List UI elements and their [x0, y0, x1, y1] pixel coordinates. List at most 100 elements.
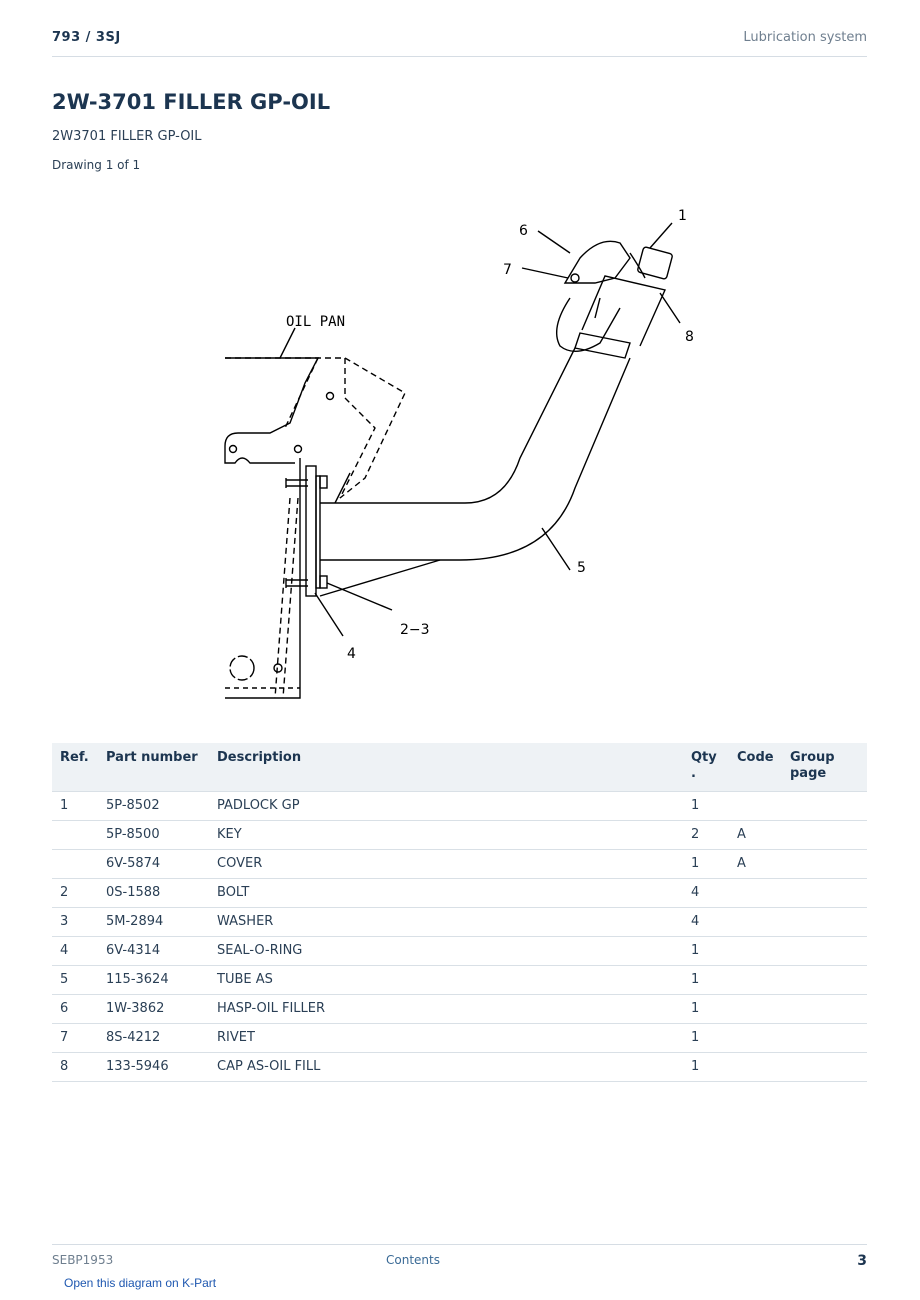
cell-qty: 1 — [683, 791, 729, 821]
cell-group-page — [782, 1023, 867, 1053]
page-title: 2W-3701 FILLER GP-OIL — [52, 90, 331, 114]
cell-ref — [52, 820, 98, 850]
cell-qty: 2 — [683, 820, 729, 850]
page-footer: SEBP1953 Contents 3 — [52, 1244, 867, 1275]
callout-5: 5 — [577, 560, 586, 576]
cell-description: SEAL-O-RING — [209, 936, 683, 966]
cell-code — [729, 878, 782, 908]
cell-ref: 4 — [52, 936, 98, 966]
cell-code — [729, 907, 782, 937]
cell-ref: 7 — [52, 1023, 98, 1053]
cell-ref: 8 — [52, 1052, 98, 1082]
cell-description: CAP AS-OIL FILL — [209, 1052, 683, 1082]
callout-8: 8 — [685, 329, 694, 345]
cell-group-page — [782, 820, 867, 850]
col-part-number: Part number — [98, 743, 209, 792]
section-label: Lubrication system — [743, 30, 867, 45]
cell-group-page — [782, 994, 867, 1024]
cell-group-page — [782, 936, 867, 966]
cell-ref: 1 — [52, 791, 98, 821]
cell-code — [729, 994, 782, 1024]
cell-group-page — [782, 907, 867, 937]
cell-code — [729, 791, 782, 821]
callout-1: 1 — [678, 208, 687, 224]
cell-description: WASHER — [209, 907, 683, 937]
cell-part-number: 8S-4212 — [98, 1023, 209, 1053]
page-header: 793 / 3SJ Lubrication system — [52, 28, 867, 57]
cell-description: BOLT — [209, 878, 683, 908]
cell-part-number: 6V-4314 — [98, 936, 209, 966]
cell-description: KEY — [209, 820, 683, 850]
cell-ref: 6 — [52, 994, 98, 1024]
contents-link[interactable]: Contents — [386, 1253, 440, 1267]
cell-qty: 4 — [683, 907, 729, 937]
cell-ref: 5 — [52, 965, 98, 995]
cell-description: COVER — [209, 849, 683, 879]
drawing-label: Drawing 1 of 1 — [52, 158, 141, 172]
cell-description: PADLOCK GP — [209, 791, 683, 821]
table-header-row: Ref. Part number Description Qty . Code … — [52, 743, 867, 792]
col-ref: Ref. — [52, 743, 98, 792]
cell-description: TUBE AS — [209, 965, 683, 995]
cell-part-number: 1W-3862 — [98, 994, 209, 1024]
filler-tube — [319, 347, 631, 597]
cell-qty: 4 — [683, 878, 729, 908]
cell-description: HASP-OIL FILLER — [209, 994, 683, 1024]
col-qty: Qty . — [683, 743, 729, 792]
callout-6: 6 — [519, 223, 528, 239]
cell-qty: 1 — [683, 849, 729, 879]
cell-part-number: 115-3624 — [98, 965, 209, 995]
cell-part-number: 5P-8500 — [98, 820, 209, 850]
cell-qty: 1 — [683, 965, 729, 995]
cell-part-number: 5M-2894 — [98, 907, 209, 937]
callout-4: 4 — [347, 646, 356, 662]
cell-part-number: 0S-1588 — [98, 878, 209, 908]
cell-ref: 2 — [52, 878, 98, 908]
cell-part-number: 5P-8502 — [98, 791, 209, 821]
cell-qty: 1 — [683, 1023, 729, 1053]
doc-id: SEBP1953 — [52, 1253, 114, 1267]
col-description: Description — [209, 743, 683, 792]
leader-lines — [279, 222, 681, 637]
model-label: 793 / 3SJ — [52, 30, 121, 45]
cell-ref — [52, 849, 98, 879]
cell-code — [729, 1052, 782, 1082]
cell-code — [729, 936, 782, 966]
cell-qty: 1 — [683, 1052, 729, 1082]
col-group-page: Group page — [782, 743, 867, 792]
cell-code — [729, 1023, 782, 1053]
cell-group-page — [782, 965, 867, 995]
cell-qty: 1 — [683, 936, 729, 966]
page-number: 3 — [857, 1253, 867, 1269]
callout-2-3: 2−3 — [400, 622, 430, 638]
cell-group-page — [782, 849, 867, 879]
col-code: Code — [729, 743, 782, 792]
parts-table: Ref. Part number Description Qty . Code … — [52, 743, 867, 1082]
callout-7: 7 — [503, 262, 512, 278]
cell-part-number: 133-5946 — [98, 1052, 209, 1082]
cell-qty: 1 — [683, 994, 729, 1024]
parts-diagram: OIL PAN 1 6 7 8 5 2−3 4 — [224, 208, 694, 699]
page-subtitle: 2W3701 FILLER GP-OIL — [52, 129, 202, 144]
cell-group-page — [782, 1052, 867, 1082]
cell-code: A — [729, 820, 782, 850]
label-oil-pan: OIL PAN — [286, 314, 345, 330]
cap-assembly — [556, 240, 673, 359]
cell-ref: 3 — [52, 907, 98, 937]
cell-part-number: 6V-5874 — [98, 849, 209, 879]
kpart-link[interactable]: Open this diagram on K-Part — [64, 1276, 217, 1290]
cell-code: A — [729, 849, 782, 879]
cell-group-page — [782, 791, 867, 821]
cell-description: RIVET — [209, 1023, 683, 1053]
oil-pan-outline — [224, 357, 406, 699]
